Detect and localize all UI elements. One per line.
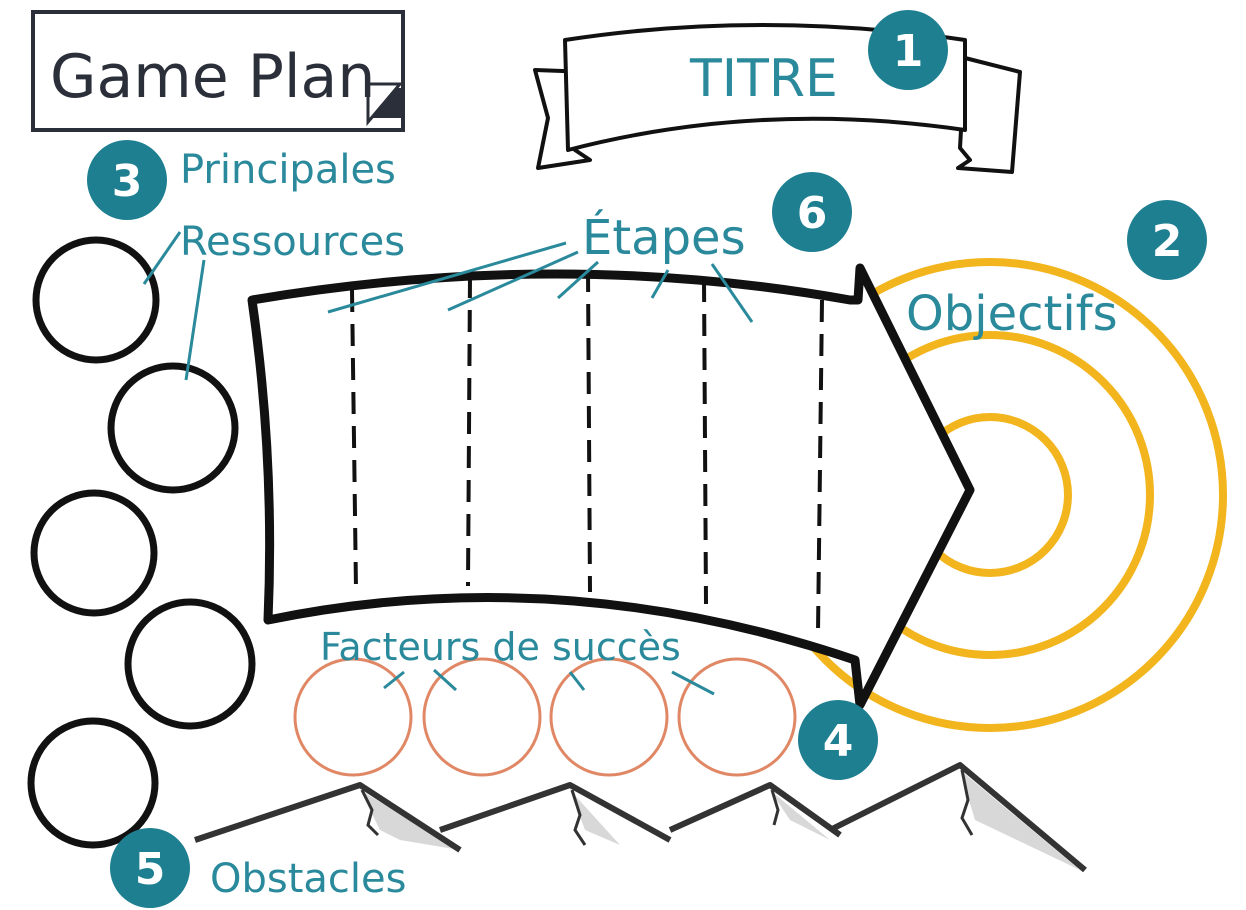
- badge-1: 1: [868, 10, 948, 90]
- success-factor-circles: [293, 657, 797, 777]
- game-plan-title-box: Game Plan: [31, 10, 405, 132]
- badge-6: 6: [772, 172, 852, 252]
- process-arrow: [247, 263, 975, 710]
- obstacle-mountains: [194, 762, 1087, 873]
- step-divider: [816, 299, 824, 633]
- svg-text:5: 5: [135, 844, 166, 895]
- svg-text:4: 4: [823, 716, 854, 767]
- success-circle: [549, 657, 669, 777]
- step-divider: [586, 269, 592, 593]
- resources-label-line1: Principales: [180, 147, 396, 193]
- banner-label: TITRE: [689, 49, 838, 109]
- step-divider: [350, 289, 358, 591]
- obstacles-label: Obstacles: [210, 856, 406, 902]
- resource-circle: [32, 236, 160, 364]
- step-divider: [702, 279, 708, 605]
- success-circle: [677, 657, 797, 777]
- svg-text:3: 3: [112, 156, 143, 207]
- success-circle: [293, 657, 413, 777]
- badge-5: 5: [110, 828, 190, 908]
- pointer-lines: [142, 231, 754, 696]
- badge-4: 4: [798, 700, 878, 780]
- resource-circle: [107, 362, 239, 494]
- resource-circles: [27, 236, 256, 849]
- resource-circle: [124, 598, 256, 730]
- resources-label-line2: Ressources: [180, 219, 405, 265]
- page-title: Game Plan: [50, 42, 375, 112]
- svg-text:6: 6: [797, 188, 828, 239]
- objectives-label: Objectifs: [906, 286, 1118, 342]
- steps-label: Étapes: [582, 209, 746, 266]
- badge-2: 2: [1127, 200, 1207, 280]
- resource-circle: [30, 489, 158, 617]
- svg-text:2: 2: [1152, 216, 1183, 267]
- resource-circle: [27, 717, 159, 849]
- title-banner: TITRE: [533, 23, 1022, 174]
- svg-text:1: 1: [893, 26, 924, 77]
- badge-3: 3: [87, 140, 167, 220]
- step-divider: [466, 275, 472, 587]
- success-factors-label: Facteurs de succès: [320, 625, 681, 669]
